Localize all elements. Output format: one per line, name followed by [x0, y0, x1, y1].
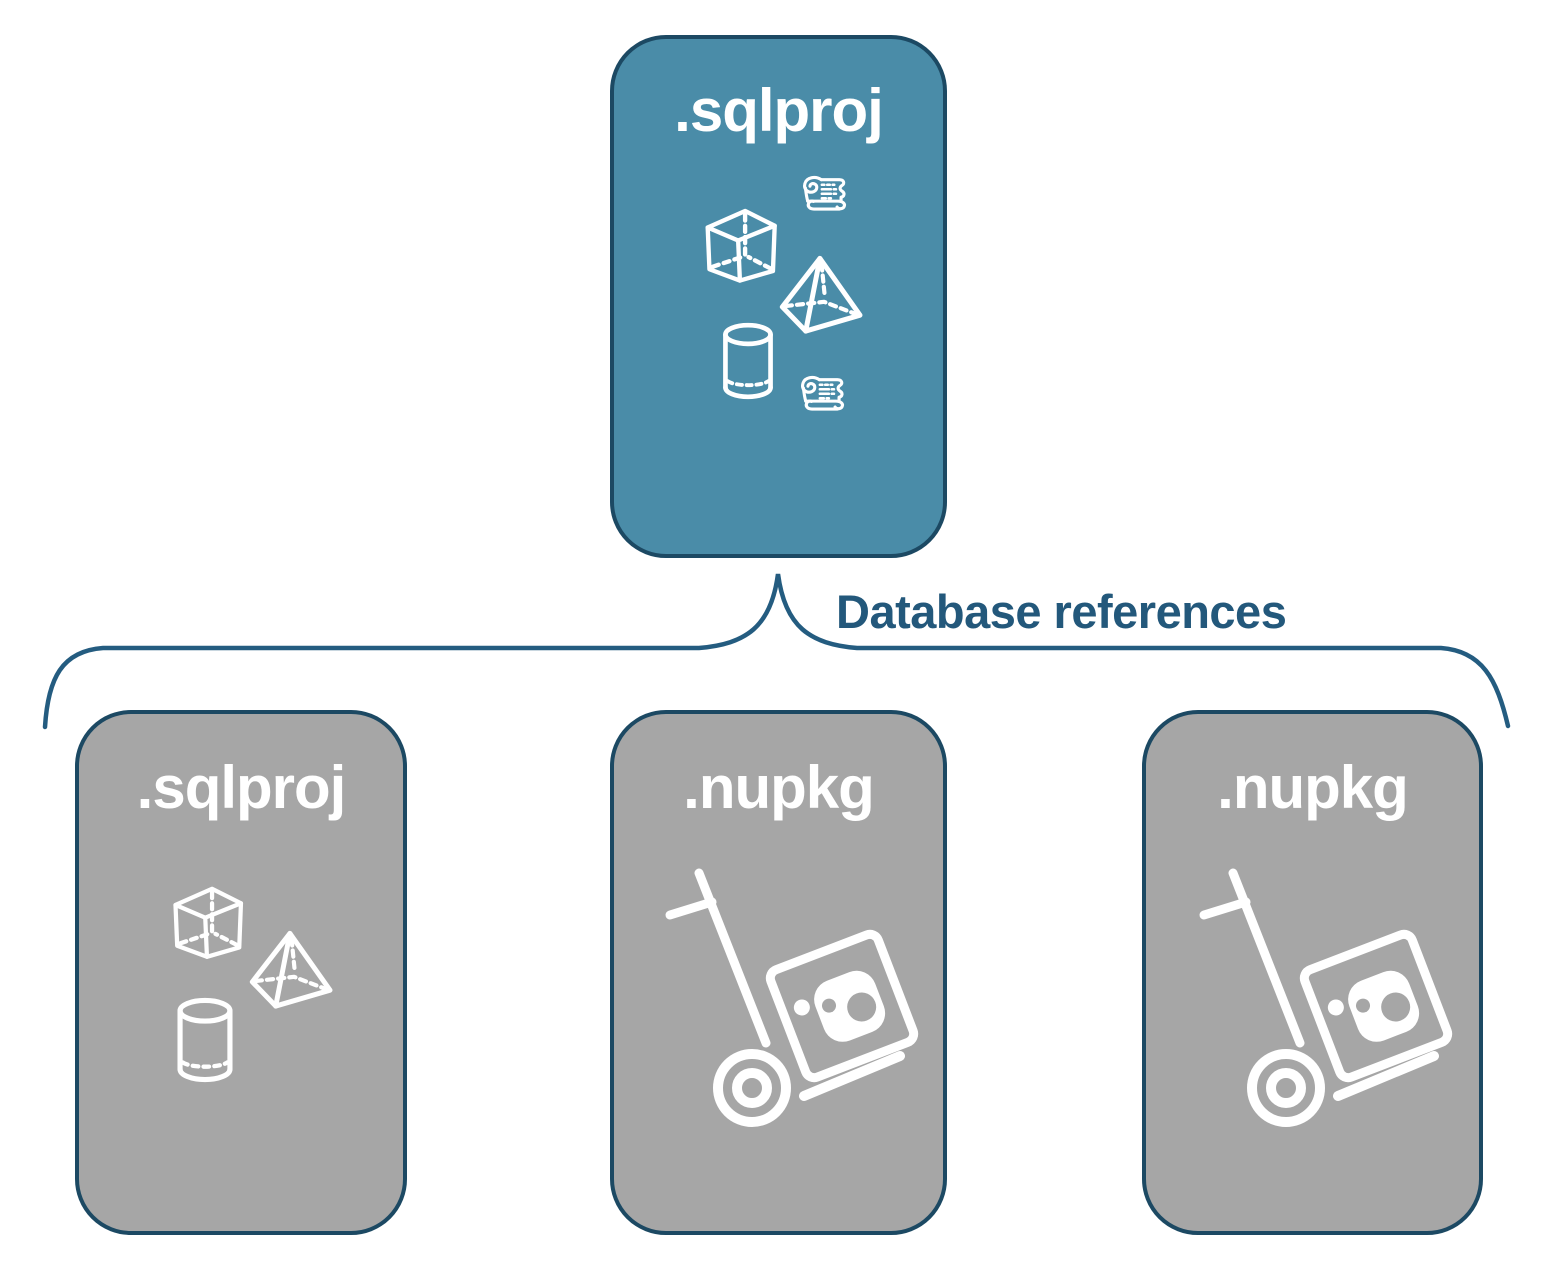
- brace-path: [42, 573, 1511, 730]
- pyramid-icon: [249, 930, 333, 1009]
- scroll-icon: [803, 175, 847, 211]
- cube-icon: [705, 208, 777, 283]
- nuget-handtruck-icon: [1199, 868, 1453, 1127]
- child-node-sqlproj: .sqlproj: [75, 710, 407, 1235]
- nuget-handtruck-icon: [665, 868, 919, 1127]
- scroll-icon: [801, 375, 845, 411]
- cylinder-icon: [723, 322, 773, 400]
- child-node-nupkg-2: .nupkg: [1142, 710, 1483, 1235]
- cube-icon: [173, 886, 244, 959]
- connector-label: Database references: [836, 585, 1287, 638]
- child-node-label: .nupkg: [683, 754, 875, 821]
- cylinder-icon: [177, 997, 233, 1083]
- root-node-sqlproj: .sqlproj: [610, 35, 947, 558]
- root-node-label: .sqlproj: [674, 77, 884, 144]
- child-node-nupkg-1: .nupkg: [610, 710, 947, 1235]
- child-node-label: .sqlproj: [136, 754, 347, 821]
- child-node-label: .nupkg: [1217, 754, 1409, 821]
- pyramid-icon: [779, 255, 863, 334]
